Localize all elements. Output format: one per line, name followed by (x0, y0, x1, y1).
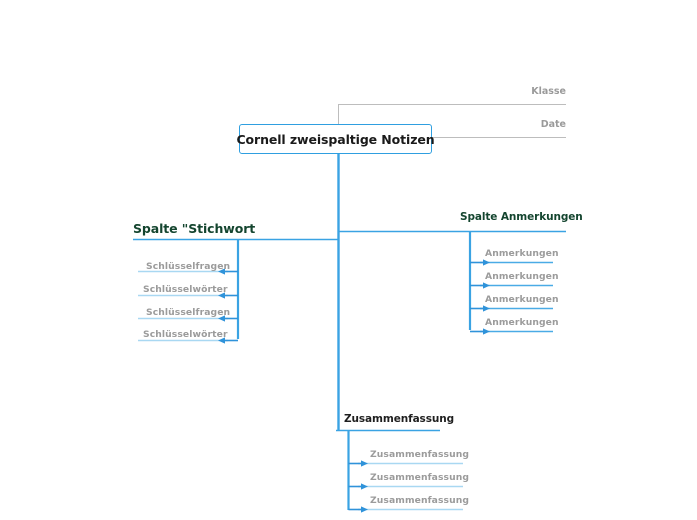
branch-heading-stichwort[interactable]: Spalte "Stichwort (133, 221, 256, 236)
leaf-stichwort-2[interactable]: Schlüsselwörter (143, 284, 228, 295)
leaf-stichwort-1[interactable]: Schlüsselfragen (146, 261, 231, 272)
root-node[interactable]: Cornell zweispaltige Notizen (236, 124, 435, 154)
leaf-anmerkungen-1[interactable]: Anmerkungen (485, 248, 559, 259)
leaf-zusammenfassung-1[interactable]: Zusammenfassung (370, 449, 470, 460)
meta-label-klasse[interactable]: Klasse (531, 86, 566, 97)
root-node-title: Cornell zweispaltige Notizen (236, 131, 435, 147)
leaf-zusammenfassung-3[interactable]: Zusammenfassung (370, 495, 470, 506)
meta-label-date[interactable]: Date (540, 119, 566, 130)
branch-heading-zusammenfassung[interactable]: Zusammenfassung (344, 413, 455, 425)
leaf-stichwort-4[interactable]: Schlüsselwörter (143, 329, 228, 340)
leaf-anmerkungen-4[interactable]: Anmerkungen (485, 317, 559, 328)
leaf-zusammenfassung-2[interactable]: Zusammenfassung (370, 472, 470, 483)
leaf-stichwort-3[interactable]: Schlüsselfragen (146, 307, 231, 318)
leaf-anmerkungen-2[interactable]: Anmerkungen (485, 271, 559, 282)
leaf-anmerkungen-3[interactable]: Anmerkungen (485, 294, 559, 305)
branch-heading-anmerkungen[interactable]: Spalte Anmerkungen (460, 211, 583, 223)
